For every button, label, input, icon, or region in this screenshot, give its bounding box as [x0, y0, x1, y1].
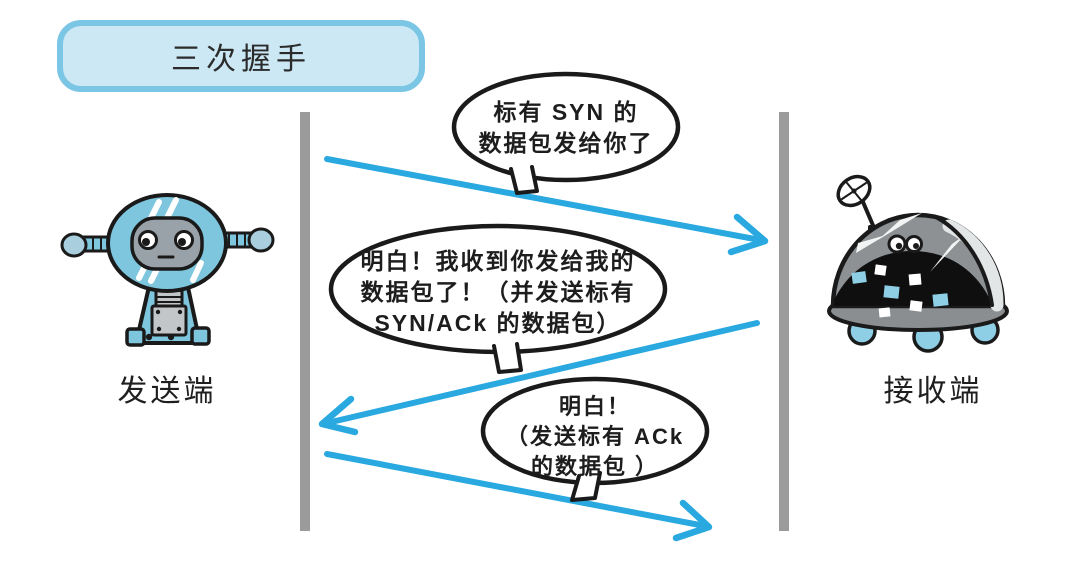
ack-arrow — [324, 451, 713, 542]
ack-bubble-text: 明白！ （发送标有 ACk 的数据包 ） — [480, 392, 710, 482]
syn-ack-bubble-text: 明白！我收到你发给我的 数据包了！（并发送标有 SYN/ACk 的数据包） — [333, 246, 663, 339]
syn-arrow — [324, 156, 769, 256]
sender-label: 发送端 — [117, 375, 217, 408]
syn-ack-arrow — [318, 320, 760, 436]
bubble-line: 明白！ — [558, 394, 631, 419]
sender-lifeline — [300, 112, 310, 531]
bubble-line: 的数据包 ） — [530, 454, 660, 479]
syn-bubble-text: 标有 SYN 的 数据包发给你了 — [446, 97, 686, 159]
receiver-lifeline — [779, 112, 789, 531]
title-label: 三次握手 — [171, 43, 311, 76]
ack-bubble-shape — [480, 376, 710, 502]
bubble-line: 明白！我收到你发给我的 — [360, 248, 636, 274]
dome-highlights — [856, 213, 966, 272]
bubble-line: SYN/ACk 的数据包） — [374, 310, 622, 336]
bubble-line: 数据包发给你了 — [478, 130, 654, 156]
sender-robot-icon — [60, 193, 275, 347]
syn-bubble-shape — [451, 71, 681, 195]
arrowhead-right-icon — [672, 499, 713, 542]
bubble-line: 数据包了！（并发送标有 — [360, 279, 636, 305]
sender-antenna-right — [218, 227, 275, 253]
satellite-dish-icon — [836, 174, 881, 233]
receiver-robot-icon — [827, 174, 1009, 353]
arrowhead-right-icon — [727, 213, 769, 256]
bubble-line: （发送标有 ACk — [505, 424, 685, 449]
receiver-label: 接收端 — [883, 375, 983, 408]
arrowhead-left-icon — [318, 395, 359, 436]
bubble-line: 标有 SYN 的 — [493, 99, 639, 125]
title-box: 三次握手 — [57, 20, 425, 92]
dome-windows — [851, 264, 949, 318]
syn-ack-bubble-shape — [328, 223, 668, 374]
